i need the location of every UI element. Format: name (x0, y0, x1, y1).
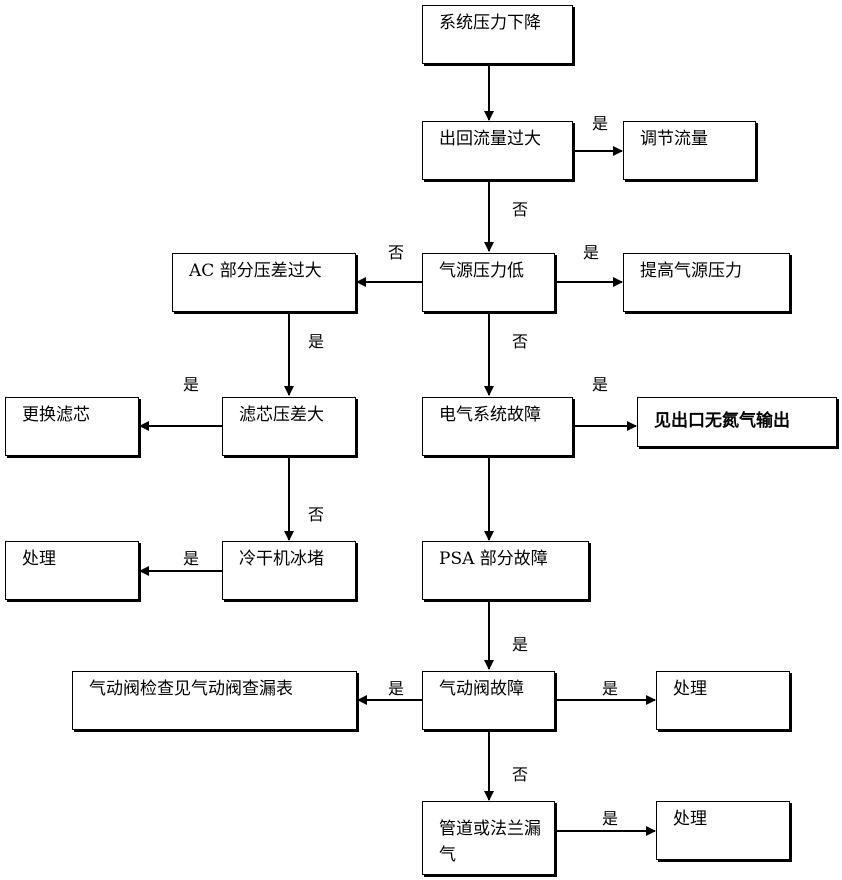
label-yes-chiller-handle: 是 (183, 549, 200, 568)
node-psa-fault: PSA 部分故障 (422, 541, 589, 600)
label-no-source: 否 (512, 332, 529, 351)
label-no-filter: 否 (308, 505, 325, 524)
node-handle-1: 处理 (5, 541, 139, 600)
label-yes-replace-filter: 是 (183, 375, 200, 394)
label-no-flow: 否 (512, 200, 529, 219)
label-yes-no-nitrogen: 是 (592, 375, 609, 394)
node-no-nitrogen-output: 见出口无氮气输出 (637, 397, 837, 447)
node-handle-2: 处理 (656, 671, 790, 730)
label-yes-raise-pressure: 是 (583, 243, 600, 262)
node-filter-diff-pressure-high: 滤芯压差大 (222, 397, 356, 456)
node-source-pressure-low: 气源压力低 (422, 253, 555, 312)
node-outlet-flow-too-high: 出回流量过大 (422, 121, 573, 180)
node-adjust-flow: 调节流量 (623, 121, 756, 180)
node-system-pressure-drop: 系统压力下降 (422, 5, 573, 64)
node-electrical-fault: 电气系统故障 (422, 397, 573, 456)
label-yes-valve-handle: 是 (602, 679, 619, 698)
node-pipe-flange-leak: 管道或法兰漏气 (422, 801, 555, 875)
node-chiller-ice-block: 冷干机冰堵 (222, 541, 356, 600)
node-raise-source-pressure: 提高气源压力 (623, 253, 790, 312)
label-yes-pipe-handle: 是 (602, 809, 619, 828)
label-no-ac: 否 (388, 243, 405, 262)
node-handle-3: 处理 (656, 801, 790, 860)
node-pneumatic-valve-fault: 气动阀故障 (422, 671, 555, 730)
label-no-valve: 否 (512, 765, 529, 784)
node-ac-diff-pressure-high: AC 部分压差过大 (172, 253, 356, 312)
label-yes-ac-filter: 是 (308, 332, 325, 351)
node-valve-inspection: 气动阀检查见气动阀查漏表 (72, 671, 357, 730)
node-replace-filter: 更换滤芯 (5, 397, 139, 456)
label-yes-adjust-flow: 是 (592, 114, 609, 133)
label-yes-inspection: 是 (388, 679, 405, 698)
label-yes-psa: 是 (512, 635, 529, 654)
